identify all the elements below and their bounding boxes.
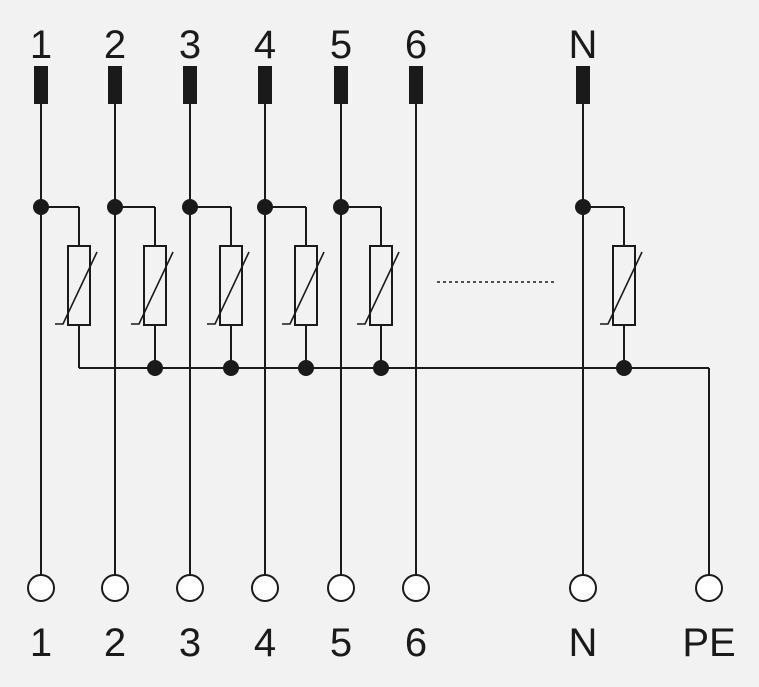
fuse-n — [576, 66, 590, 104]
bus-junction-dot-1 — [147, 360, 163, 376]
components — [27, 66, 723, 602]
varistor-characteristic-n — [600, 251, 643, 325]
bus-junction-dot-2 — [223, 360, 239, 376]
top-label-1: 1 — [30, 23, 52, 67]
junction-dot-2 — [107, 199, 123, 215]
bottom-label-pe: PE — [682, 621, 735, 665]
fuse-4 — [258, 66, 272, 104]
bottom-label-4: 4 — [254, 621, 276, 665]
junction-dot-4 — [257, 199, 273, 215]
bus-junction-dot-4 — [373, 360, 389, 376]
junction-dot-n — [575, 199, 591, 215]
terminal-1 — [27, 574, 55, 602]
bottom-label-3: 3 — [179, 621, 201, 665]
varistor-characteristic-5 — [357, 251, 400, 325]
varistor-characteristic-1 — [55, 251, 98, 325]
bus-junction-dot-3 — [298, 360, 314, 376]
terminal-3 — [176, 574, 204, 602]
fuse-6 — [409, 66, 423, 104]
top-label-6: 6 — [405, 23, 427, 67]
terminal-6 — [402, 574, 430, 602]
varistor-characteristic-2 — [131, 251, 174, 325]
varistor-characteristic-3 — [207, 251, 250, 325]
fuse-2 — [108, 66, 122, 104]
junction-dot-1 — [33, 199, 49, 215]
bottom-label-2: 2 — [104, 621, 126, 665]
junction-dot-3 — [182, 199, 198, 215]
fuse-3 — [183, 66, 197, 104]
varistor-n — [612, 245, 636, 326]
top-label-2: 2 — [104, 23, 126, 67]
terminal-5 — [327, 574, 355, 602]
varistor-3 — [219, 245, 243, 326]
junction-dot-5 — [333, 199, 349, 215]
terminal-pe — [695, 574, 723, 602]
varistor-1 — [67, 245, 91, 326]
fuse-1 — [34, 66, 48, 104]
top-label-5: 5 — [330, 23, 352, 67]
terminal-n — [569, 574, 597, 602]
bus-junction-dot-5 — [616, 360, 632, 376]
fuse-5 — [334, 66, 348, 104]
varistor-5 — [369, 245, 393, 326]
top-label-3: 3 — [179, 23, 201, 67]
top-label-4: 4 — [254, 23, 276, 67]
varistor-characteristic-4 — [282, 251, 325, 325]
bottom-label-6: 6 — [405, 621, 427, 665]
terminal-2 — [101, 574, 129, 602]
varistor-2 — [143, 245, 167, 326]
bottom-label-5: 5 — [330, 621, 352, 665]
top-label-n: N — [569, 23, 598, 67]
terminal-4 — [251, 574, 279, 602]
varistor-4 — [294, 245, 318, 326]
bottom-label-n: N — [569, 621, 598, 665]
bottom-label-1: 1 — [30, 621, 52, 665]
